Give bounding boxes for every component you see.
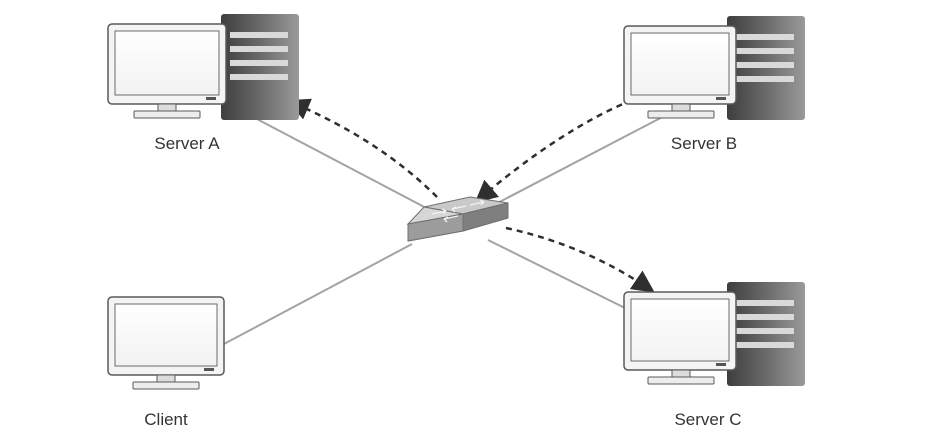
request-flow	[286, 98, 655, 293]
flow-arrow-from-server-b	[474, 98, 633, 203]
link-server-b-switch	[487, 111, 673, 209]
client-monitor-icon	[107, 296, 225, 390]
server-a-label: Server A	[154, 134, 220, 153]
server-b-icon	[623, 16, 805, 120]
server-c-label: Server C	[674, 410, 741, 429]
link-server-a-switch	[254, 117, 431, 211]
link-server-c-switch	[487, 239, 626, 309]
server-a-icon	[107, 14, 299, 120]
connections	[221, 111, 673, 346]
server-b-label: Server B	[671, 134, 737, 153]
flow-arrow-to-server-c	[505, 226, 655, 293]
client-label: Client	[144, 410, 188, 429]
server-c-icon	[623, 282, 805, 386]
link-client-switch	[221, 243, 413, 346]
network-switch-icon	[406, 196, 509, 242]
